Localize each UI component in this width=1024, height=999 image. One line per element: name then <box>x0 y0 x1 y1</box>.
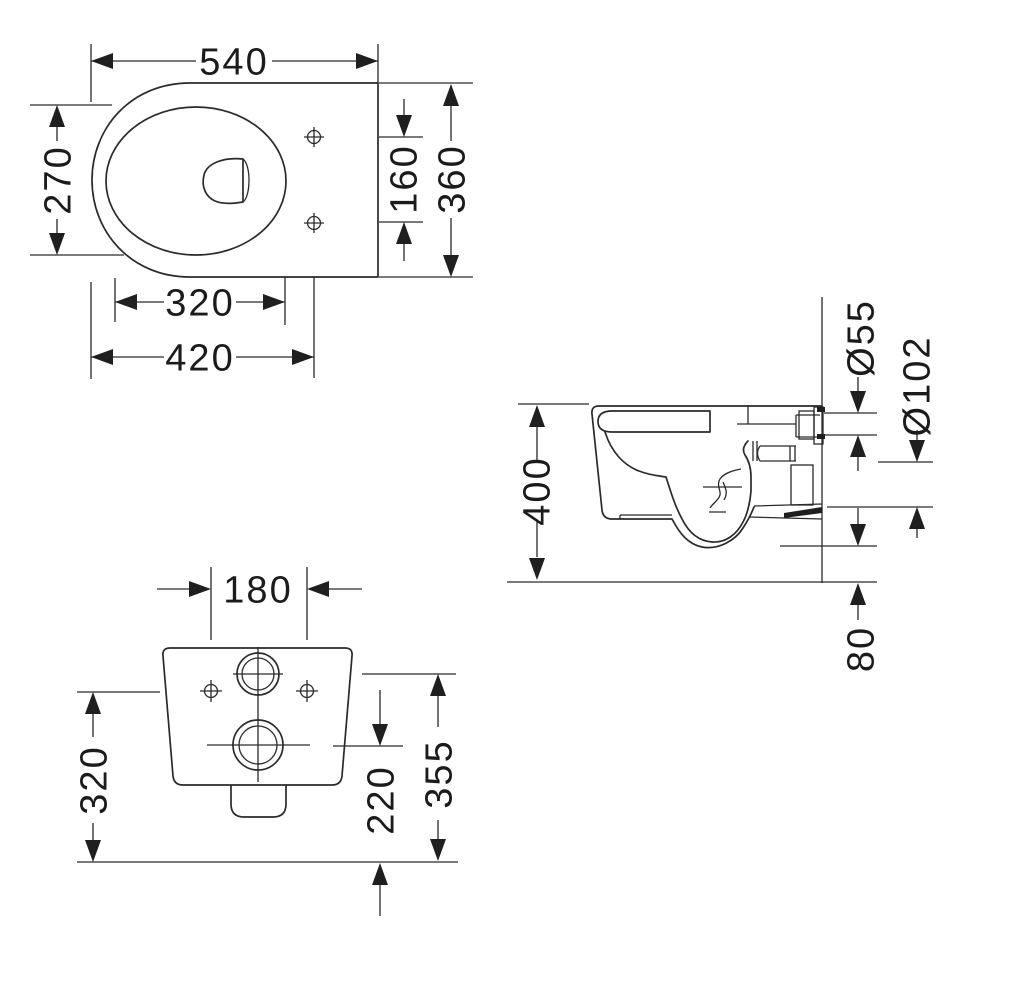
dim-diameter-102: Ø102 <box>827 336 939 538</box>
center-lines <box>207 647 310 782</box>
arrowheads <box>443 84 459 277</box>
dimension-label: 420 <box>165 338 234 380</box>
toilet-side-outline <box>591 405 825 549</box>
dim-80: 80 <box>780 508 883 672</box>
extension-lines <box>827 461 933 508</box>
extension-lines <box>30 104 124 256</box>
rear-body <box>162 647 353 786</box>
flush-channel-lines <box>709 468 742 509</box>
dimension-label: 160 <box>384 144 426 213</box>
toilet-top-outline <box>91 82 379 278</box>
body-profile <box>591 405 823 549</box>
extension-lines <box>90 44 379 102</box>
seat-slot <box>597 410 711 433</box>
arrowheads <box>909 440 925 529</box>
dim-diameter-55: Ø55 <box>824 299 883 471</box>
dim-320-rear: 320 <box>74 691 160 862</box>
bowl-rim <box>105 106 287 256</box>
dim-360: 360 <box>379 82 474 278</box>
dimension-label: 360 <box>432 144 474 213</box>
dimension-label: 80 <box>841 626 883 672</box>
top-view: 540 270 160 360 320 <box>30 42 474 380</box>
flush-opening-inner-edge <box>242 158 250 203</box>
dimension-label: 320 <box>165 283 234 325</box>
outlet-duct-lines <box>748 503 823 520</box>
dim-180: 180 <box>157 567 362 640</box>
extension-lines <box>210 567 308 640</box>
dimension-label: Ø55 <box>841 299 883 377</box>
dim-540: 540 <box>90 42 379 102</box>
outlet-spigot <box>230 785 287 818</box>
dimension-label: 180 <box>223 570 292 612</box>
dimension-label: 355 <box>419 739 461 808</box>
flush-opening <box>202 157 244 205</box>
arrowheads <box>850 524 866 605</box>
dim-400: 400 <box>517 403 589 580</box>
divider-lines <box>752 441 758 461</box>
extension-lines <box>824 412 877 436</box>
flush-duct-lines <box>756 445 796 462</box>
dimension-label: 270 <box>38 145 80 214</box>
bolt-hole-right <box>296 680 318 702</box>
dimension-label: 540 <box>199 42 268 84</box>
dim-320-top: 320 <box>114 277 286 325</box>
dim-355: 355 <box>362 673 461 861</box>
outlet-socket <box>790 464 814 506</box>
base-inner-edge <box>619 514 672 519</box>
dim-270: 270 <box>30 104 124 256</box>
dimension-label: 400 <box>517 456 559 525</box>
dimension-label: 320 <box>74 745 116 814</box>
inlet-wall-seal <box>817 407 825 439</box>
dim-160: 160 <box>379 99 426 261</box>
inlet-pipe-lines <box>795 414 820 438</box>
mounting-hole-top <box>304 127 324 147</box>
rear-cavity-lines <box>737 406 796 425</box>
dim-220: 220 <box>333 690 403 916</box>
outlet-gasket <box>784 507 822 518</box>
dimension-label: Ø102 <box>897 336 939 437</box>
side-view: 400 Ø55 Ø102 80 <box>507 297 939 672</box>
bolt-hole-left <box>200 680 222 702</box>
arrowheads <box>430 674 446 861</box>
extension-lines <box>379 136 423 223</box>
bowl-outer-outline <box>91 82 379 278</box>
extension-lines <box>379 82 473 278</box>
arrowheads <box>850 391 866 457</box>
rear-view: 180 320 220 355 <box>74 567 461 916</box>
toilet-rear-outline <box>162 647 353 818</box>
dim-420: 420 <box>90 277 315 380</box>
extension-lines <box>90 277 315 379</box>
extension-lines <box>114 277 286 325</box>
bowl-inner-profile <box>604 431 752 543</box>
dimension-label: 220 <box>361 765 403 834</box>
mounting-hole-bottom <box>304 213 324 233</box>
